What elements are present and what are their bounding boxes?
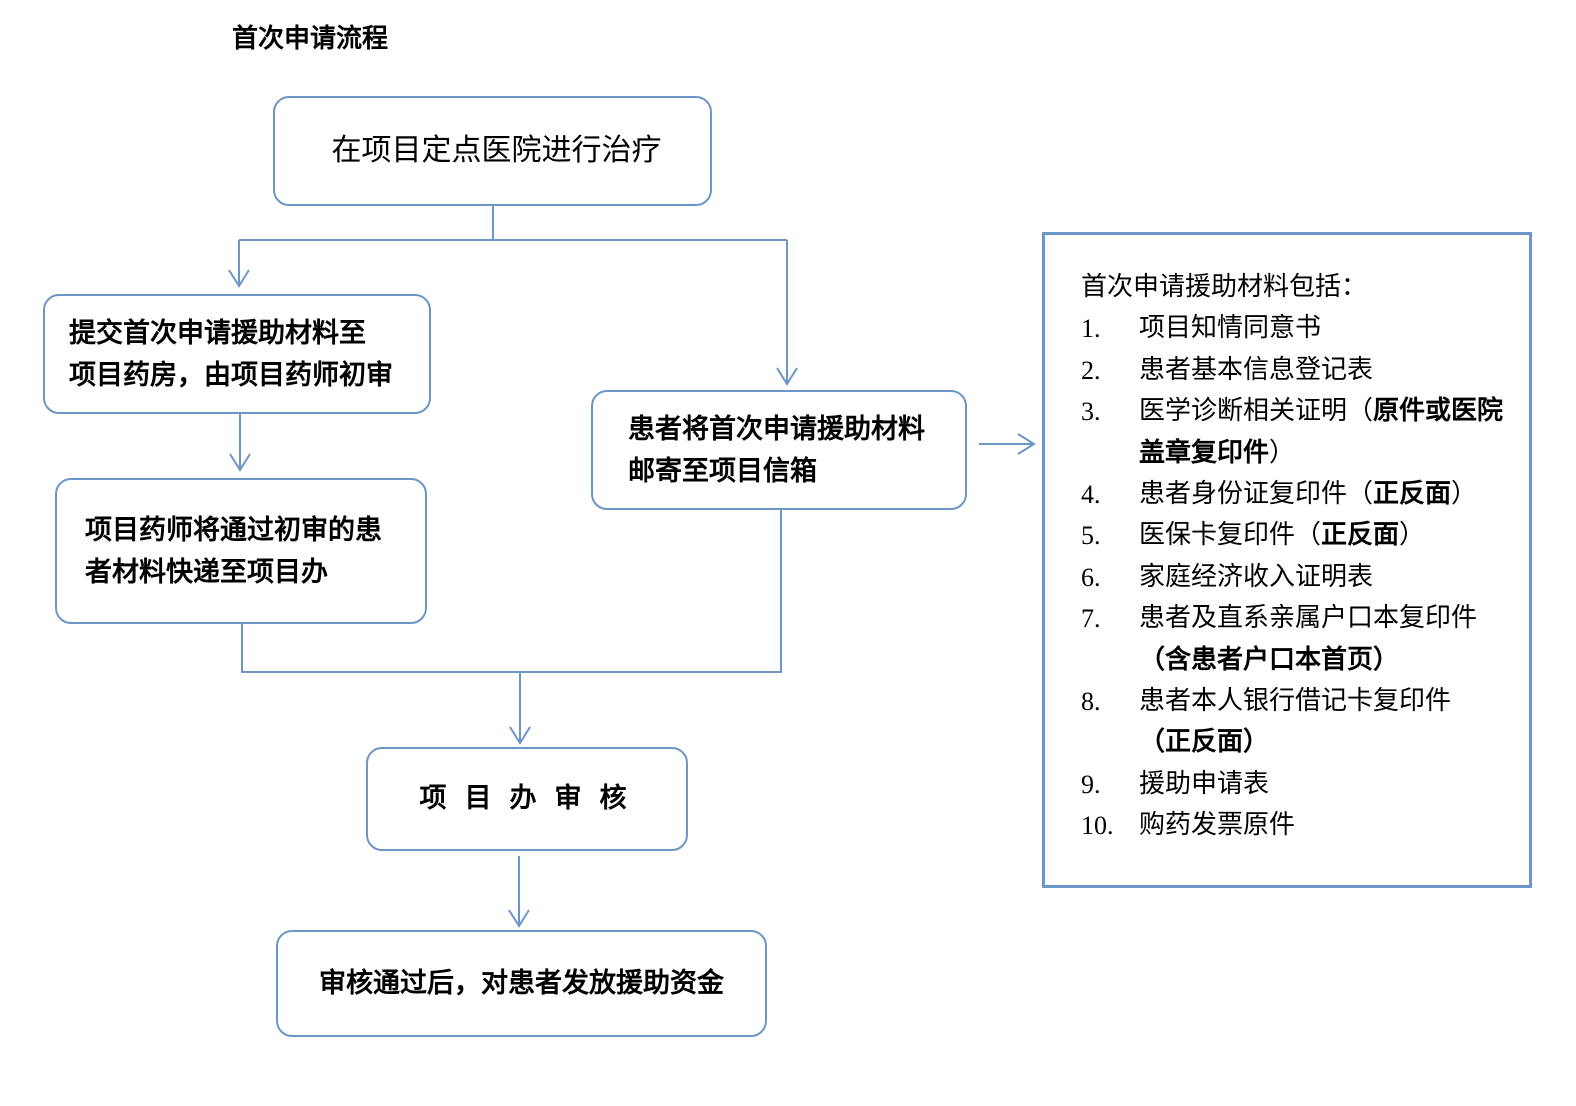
step-office-review-label: 项目办审核	[419, 783, 645, 814]
materials-item-text: 援助申请表	[1139, 764, 1529, 805]
step-submit-to-pharmacy-line2: 项目药房，由项目药师初审	[69, 360, 393, 391]
materials-item: 1. 项目知情同意书	[1081, 308, 1529, 349]
materials-item-number: 3.	[1081, 397, 1101, 427]
step-hospital-treatment-label: 在项目定点医院进行治疗	[331, 133, 662, 168]
materials-item-text: 患者身份证复印件（正反面）	[1139, 474, 1529, 515]
step-mail-to-mailbox-line2: 邮寄至项目信箱	[628, 456, 817, 487]
connector-merge	[241, 510, 782, 673]
page-title: 首次申请流程	[232, 24, 389, 54]
arrowhead-to-n6	[508, 909, 530, 928]
step-mail-to-mailbox: 患者将首次申请援助材料 邮寄至项目信箱	[591, 390, 967, 510]
step-express-to-office-line1: 项目药师将通过初审的患	[85, 515, 382, 546]
materials-item-emphasis: 正反面	[1373, 479, 1452, 510]
materials-item-number: 1.	[1081, 314, 1101, 344]
materials-item-text: 患者本人银行借记卡复印件 （正反面）	[1139, 681, 1529, 764]
materials-item-emphasis: 原件或医院盖章复印件	[1139, 396, 1504, 468]
materials-item-number: 7.	[1081, 604, 1101, 634]
materials-item-label: 患者及直系亲属户口本复印件	[1139, 603, 1478, 634]
materials-item-number: 10.	[1081, 811, 1114, 841]
step-express-to-office-line2: 者材料快递至项目办	[85, 557, 328, 588]
arrowhead-to-n4	[229, 453, 251, 472]
materials-item: 6. 家庭经济收入证明表	[1081, 557, 1529, 598]
step-submit-to-pharmacy-line1: 提交首次申请援助材料至	[69, 318, 366, 349]
step-fund-release: 审核通过后，对患者发放援助资金	[276, 930, 767, 1037]
materials-item-text: 项目知情同意书	[1139, 308, 1529, 349]
materials-item: 5. 医保卡复印件（正反面）	[1081, 515, 1529, 556]
materials-item-text: 家庭经济收入证明表	[1139, 557, 1529, 598]
materials-item-label: 医保卡复印件（	[1139, 520, 1322, 551]
materials-item-emphasis: （正反面）	[1139, 727, 1270, 758]
materials-item-label: 援助申请表	[1139, 768, 1270, 799]
materials-item: 9. 援助申请表	[1081, 764, 1529, 805]
step-submit-to-pharmacy: 提交首次申请援助材料至 项目药房，由项目药师初审	[43, 294, 431, 414]
materials-item-label: 患者本人银行借记卡复印件	[1139, 686, 1452, 717]
materials-list: 1. 项目知情同意书 2. 患者基本信息登记表 3. 医学诊断相关证明（原件或医院盖章复印…	[1081, 308, 1529, 846]
materials-item: 3. 医学诊断相关证明（原件或医院盖章复印件）	[1081, 391, 1529, 474]
materials-item-label: 患者身份证复印件（	[1139, 479, 1374, 510]
materials-item: 2. 患者基本信息登记表	[1081, 350, 1529, 391]
materials-heading: 首次申请援助材料包括：	[1081, 272, 1368, 302]
materials-item-number: 4.	[1081, 480, 1101, 510]
materials-item-tail: ）	[1451, 479, 1478, 510]
materials-item-tail: ）	[1269, 437, 1296, 468]
step-express-to-office: 项目药师将通过初审的患 者材料快递至项目办	[55, 478, 427, 624]
materials-item-text: 医学诊断相关证明（原件或医院盖章复印件）	[1139, 391, 1529, 474]
materials-item: 7. 患者及直系亲属户口本复印件 （含患者户口本首页）	[1081, 598, 1529, 681]
materials-item-number: 2.	[1081, 355, 1101, 385]
materials-item-label: 购药发票原件	[1139, 810, 1296, 841]
materials-item-text: 患者基本信息登记表	[1139, 350, 1529, 391]
step-fund-release-label: 审核通过后，对患者发放援助资金	[319, 967, 724, 999]
arrowhead-to-materials	[1017, 433, 1036, 455]
arrowhead-to-n5	[509, 726, 531, 745]
materials-item: 10. 购药发票原件	[1081, 805, 1529, 846]
materials-item: 4. 患者身份证复印件（正反面）	[1081, 474, 1529, 515]
materials-item-number: 8.	[1081, 687, 1101, 717]
materials-item-number: 9.	[1081, 769, 1101, 799]
materials-item-label: 家庭经济收入证明表	[1139, 561, 1374, 592]
materials-item-emphasis: 正反面	[1321, 520, 1400, 551]
materials-item-label: 患者基本信息登记表	[1139, 354, 1374, 385]
materials-item-label: 项目知情同意书	[1139, 313, 1322, 344]
materials-item-emphasis: （含患者户口本首页）	[1139, 644, 1400, 675]
materials-item-number: 5.	[1081, 521, 1101, 551]
step-mail-to-mailbox-line1: 患者将首次申请援助材料	[628, 414, 925, 445]
materials-item-text: 患者及直系亲属户口本复印件 （含患者户口本首页）	[1139, 598, 1529, 681]
step-hospital-treatment: 在项目定点医院进行治疗	[273, 96, 712, 206]
materials-item-label: 医学诊断相关证明（	[1139, 396, 1374, 427]
materials-item: 8. 患者本人银行借记卡复印件 （正反面）	[1081, 681, 1529, 764]
materials-item-number: 6.	[1081, 562, 1101, 592]
materials-item-tail: ）	[1399, 520, 1426, 551]
materials-item-text: 购药发票原件	[1139, 805, 1529, 846]
materials-box: 首次申请援助材料包括： 1. 项目知情同意书 2. 患者基本信息登记表 3. 医学诊断相关…	[1042, 232, 1532, 888]
step-office-review: 项目办审核	[366, 747, 688, 851]
arrowhead-to-n2	[228, 269, 250, 288]
materials-item-text: 医保卡复印件（正反面）	[1139, 515, 1529, 556]
arrowhead-to-n3	[776, 367, 798, 386]
